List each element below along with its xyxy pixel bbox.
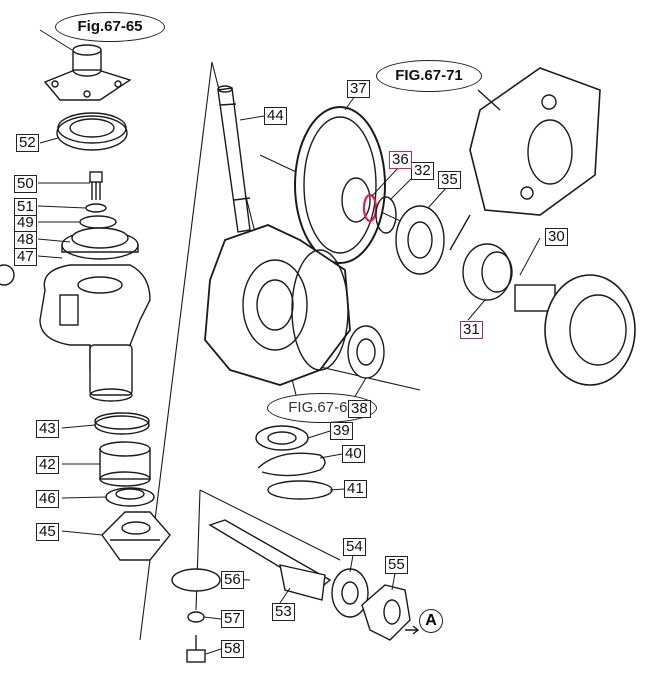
- callout-54[interactable]: 54: [343, 538, 366, 556]
- snap-ring-36: [362, 193, 378, 223]
- flange-part: [39, 29, 132, 101]
- callout-30[interactable]: 30: [545, 228, 568, 246]
- direction-arrow: [405, 625, 420, 635]
- bearing-38: [347, 325, 385, 379]
- bearing-52: [56, 112, 128, 151]
- main-housing: [204, 224, 351, 386]
- ring-gear-37: [294, 106, 386, 264]
- callout-56[interactable]: 56: [221, 571, 244, 589]
- callout-52[interactable]: 52: [16, 134, 39, 152]
- figure-ref-67-65[interactable]: Fig.67-65: [55, 12, 165, 42]
- housing-47: [0, 264, 151, 402]
- callout-40[interactable]: 40: [342, 445, 365, 463]
- callout-36[interactable]: 36: [389, 151, 412, 169]
- bolt-58: [186, 635, 206, 663]
- gear-48: [61, 227, 139, 260]
- washer-51: [85, 203, 107, 213]
- callout-53[interactable]: 53: [272, 603, 295, 621]
- shaft-53: [208, 519, 332, 601]
- bearing-54: [331, 568, 369, 618]
- bearing-39: [255, 425, 309, 451]
- callout-37[interactable]: 37: [347, 80, 370, 98]
- washer-57: [187, 611, 205, 623]
- callout-49[interactable]: 49: [14, 214, 37, 232]
- callout-42[interactable]: 42: [36, 456, 59, 474]
- callout-39[interactable]: 39: [330, 422, 353, 440]
- bearing-35: [395, 205, 445, 275]
- plate-56: [171, 568, 221, 592]
- figure-ref-67-71[interactable]: FIG.67-71: [376, 60, 482, 92]
- callout-31[interactable]: 31: [460, 321, 483, 339]
- output-flange-30: [514, 274, 636, 386]
- callout-35[interactable]: 35: [438, 171, 461, 189]
- snap-ring-40: [257, 452, 326, 477]
- washer-32: [375, 196, 397, 234]
- bushing-42: [99, 441, 151, 487]
- view-marker-a[interactable]: A: [419, 609, 443, 633]
- ring-43: [94, 412, 150, 435]
- washer-49: [79, 215, 117, 229]
- callout-51[interactable]: 51: [14, 198, 37, 216]
- gear-55: [361, 584, 411, 641]
- bearing-46: [105, 487, 155, 507]
- callout-41[interactable]: 41: [344, 480, 367, 498]
- callout-44[interactable]: 44: [264, 107, 287, 125]
- callout-57[interactable]: 57: [221, 610, 244, 628]
- callout-47[interactable]: 47: [14, 248, 37, 266]
- ring-41: [267, 480, 333, 500]
- bevel-gear-45: [101, 511, 171, 561]
- callout-38[interactable]: 38: [348, 400, 371, 418]
- leader-lines: [37, 95, 541, 655]
- cover-plate: [449, 67, 601, 251]
- bearing-31: [462, 243, 513, 301]
- shaft-44: [217, 85, 251, 233]
- callout-55[interactable]: 55: [385, 556, 408, 574]
- callout-45[interactable]: 45: [36, 523, 59, 541]
- callout-43[interactable]: 43: [36, 420, 59, 438]
- callout-48[interactable]: 48: [14, 231, 37, 249]
- callout-58[interactable]: 58: [221, 640, 244, 658]
- callout-50[interactable]: 50: [14, 175, 37, 193]
- callout-46[interactable]: 46: [36, 490, 59, 508]
- bolt-50: [89, 171, 103, 200]
- callout-32[interactable]: 32: [411, 162, 434, 180]
